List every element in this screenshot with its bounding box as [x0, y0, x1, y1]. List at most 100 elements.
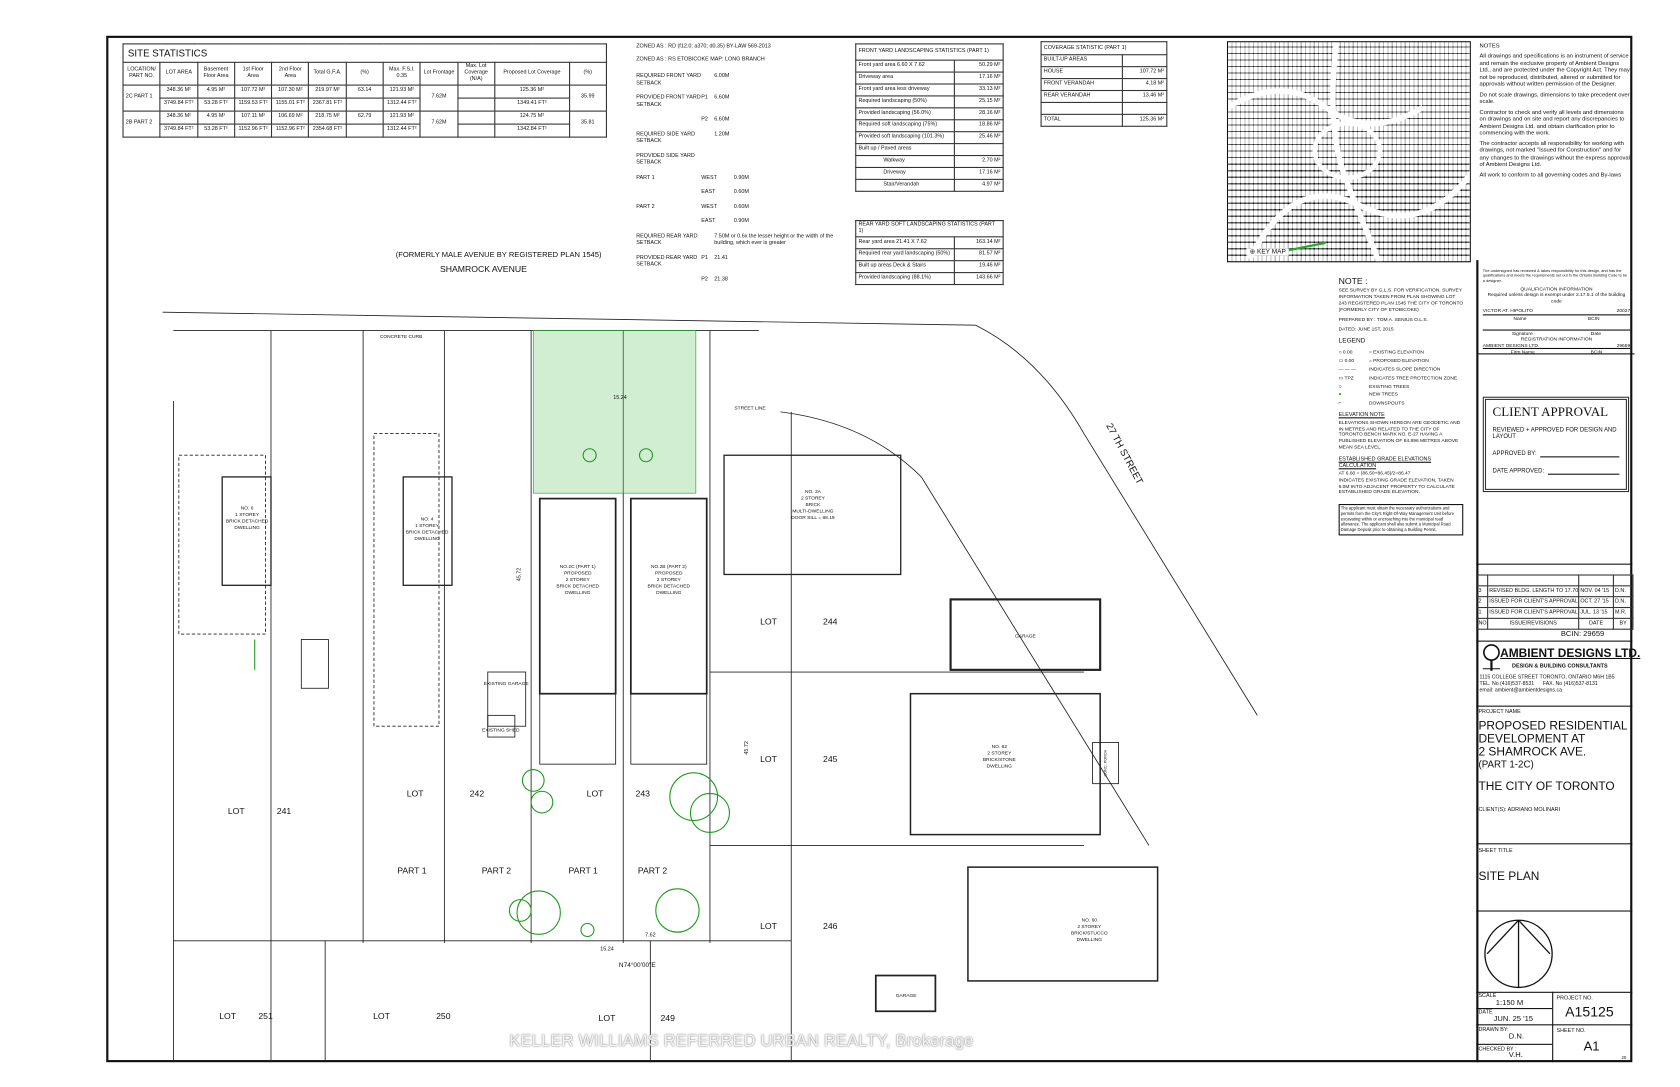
legend-label: NEW TREES — [1368, 391, 1398, 398]
col-header: Max. Lot Coverage (N/A) — [457, 62, 496, 86]
legend-item: ●NEW TREES — [1339, 392, 1464, 398]
approved-by-field[interactable] — [1539, 451, 1620, 458]
svg-text:243: 243 — [636, 789, 651, 799]
table-row: Provided soft landscaping (101.3%)25.46 … — [855, 131, 1004, 145]
svg-text:LOT: LOT — [373, 1011, 391, 1021]
revision-header-cell: NO. — [1476, 617, 1489, 630]
svg-text:250: 250 — [436, 1011, 451, 1021]
revision-cell: REVISED BLDG. LENGTH TO 17.70 — [1487, 585, 1580, 598]
row-value: 13.46 M² — [1122, 89, 1168, 103]
zoning-line-2: ZONED AS : RS ETOBICOKE MAP: LONG BRANCH — [636, 55, 765, 63]
revision-cell: D.N. — [1612, 596, 1634, 609]
revision-cell: JUL. 13 '15 — [1578, 606, 1614, 619]
legend-item: ▭ 0.00= PROPOSED ELEVATION — [1339, 358, 1464, 364]
zoning-info: ZONED AS : RD (f12.0; a370; d0.35) BY-LA… — [636, 43, 847, 290]
firm-name: AMBIENT DESIGNS LTD. — [1482, 342, 1540, 348]
row-label: Stair/Verandah — [855, 178, 955, 192]
label: BCIN — [1587, 314, 1600, 321]
part-label: PART 1 — [568, 866, 598, 876]
svg-text:NO.2C (PART 1): NO.2C (PART 1) — [560, 564, 596, 570]
note-text: SEE SURVEY BY G.L.S. FOR VERIFICATION. S… — [1338, 287, 1464, 313]
grade-calc-title: ESTABLISHED GRADE ELEVATIONS CALCULATION — [1338, 456, 1432, 470]
applicant-note: The applicant must obtain the necessary … — [1338, 504, 1464, 536]
zoning-item: PROVIDED SIDE YARD SETBACK — [636, 152, 847, 166]
legend-item: ⌐DOWNSPOUTS — [1339, 400, 1464, 406]
empty-cell — [1578, 574, 1614, 587]
existing-garage-label: EXISTING GARAGE — [484, 681, 530, 687]
date-approved-field[interactable] — [1547, 468, 1620, 475]
prepared-by: PREPARED BY : TOM A. SENIUS O.L.S. — [1338, 316, 1428, 322]
designer-bcin: 20027 — [1616, 307, 1631, 314]
row-value: 4.18 M² — [1122, 78, 1168, 92]
street-line-label: STREET LINE — [734, 406, 766, 412]
svg-text:LOT: LOT — [760, 754, 778, 764]
project-name-line: PROPOSED RESIDENTIAL — [1478, 719, 1628, 733]
conc-porch-label: CONC. PORCH — [1104, 749, 1108, 776]
zoning-label: REQUIRED REAR YARD SETBACK — [636, 232, 698, 247]
notes-title: NOTES — [1479, 43, 1500, 50]
cell: 53.28 FT² — [196, 123, 236, 138]
garage-label: GARAGE — [1015, 633, 1037, 639]
svg-text:NO. 6: NO. 6 — [241, 505, 254, 511]
part-cell: 2B PART 2 — [122, 110, 161, 138]
qualification-required: Required unless design is exempt under 2… — [1487, 291, 1626, 304]
part-label: PART 1 — [397, 866, 427, 876]
side-dim: 45.72 — [516, 568, 522, 582]
site-statistics-title: SITE STATISTICS — [122, 43, 607, 64]
revision-cell: OCT. 27 '15 — [1578, 596, 1614, 609]
note-title: NOTE : — [1338, 276, 1368, 287]
site-statistics-table: SITE STATISTICS LOCATION/ PART NO. LOT A… — [122, 43, 607, 138]
label: Date — [1590, 330, 1602, 336]
front-yard-title: FRONT YARD LANDSCAPING STATISTICS (PART … — [855, 43, 1004, 61]
svg-text:LOT: LOT — [760, 616, 778, 626]
row-value: 4.97 M² — [953, 178, 1004, 192]
svg-text:245: 245 — [823, 754, 838, 764]
zoning-qualifier: P1 — [701, 94, 708, 101]
zoning-qualifier: WEST — [701, 173, 717, 181]
zoning-label: REQUIRED SIDE YARD SETBACK — [636, 130, 696, 145]
dated: DATED: JUNE 1ST, 2015 — [1338, 325, 1394, 332]
zoning-qualifier: P1 — [701, 254, 708, 261]
empty-cell — [1612, 574, 1634, 587]
label: BCIN — [1590, 349, 1603, 355]
svg-text:DWELLING: DWELLING — [414, 536, 440, 542]
svg-text:BRICK DETACHED: BRICK DETACHED — [556, 583, 599, 589]
svg-text:BRICK/STUCCO: BRICK/STUCCO — [1071, 930, 1108, 936]
zoning-line-1: ZONED AS : RD (f12.0; a370; d0.35) BY-LA… — [636, 43, 771, 50]
elevation-note-title: ELEVATION NOTE — [1338, 412, 1385, 419]
checked-by-value: V.H. — [1508, 1051, 1523, 1059]
cell: 1312.44 FT² — [382, 97, 421, 112]
zoning-qualifier: WEST — [701, 203, 717, 210]
col-header: 1st Floor Area — [233, 62, 273, 86]
title-block: The undersigned has reviewed & takes res… — [1476, 260, 1635, 1063]
street-27th: 27 TH STREET — [1103, 422, 1144, 487]
concrete-curb-line — [162, 311, 976, 326]
approved-by-row: APPROVED BY: — [1493, 451, 1620, 458]
watermark: KELLER WILLIAMS REFERRED URBAN REALTY, B… — [509, 1031, 974, 1051]
date-value: JUN. 25 '15 — [1493, 1015, 1534, 1024]
client-approval-box: CLIENT APPROVAL REVIEWED + APPROVED FOR … — [1482, 396, 1630, 493]
firm-contact: 1115 COLLEGE STREET TORONTO, ONTARIO M6H… — [1480, 675, 1632, 694]
svg-text:LOT: LOT — [407, 789, 425, 799]
svg-text:251: 251 — [258, 1011, 273, 1021]
zoning-value: 6.60M — [714, 94, 730, 101]
street-shamrock-avenue: SHAMROCK AVENUE — [440, 264, 527, 274]
grade-text: INDICATES EXISTING GRADE ELEVATION, TAKE… — [1338, 476, 1455, 495]
row-label: TOTAL — [1040, 113, 1124, 127]
svg-text:DOOR SILL = 88.19: DOOR SILL = 88.19 — [791, 515, 835, 521]
row-value: 17.16 M² — [953, 71, 1004, 85]
firm-fax: FAX. No (416)537-8131 — [1542, 681, 1598, 687]
empty-cell — [1476, 574, 1489, 587]
empty-cell — [1487, 574, 1580, 587]
divider — [1476, 705, 1633, 707]
